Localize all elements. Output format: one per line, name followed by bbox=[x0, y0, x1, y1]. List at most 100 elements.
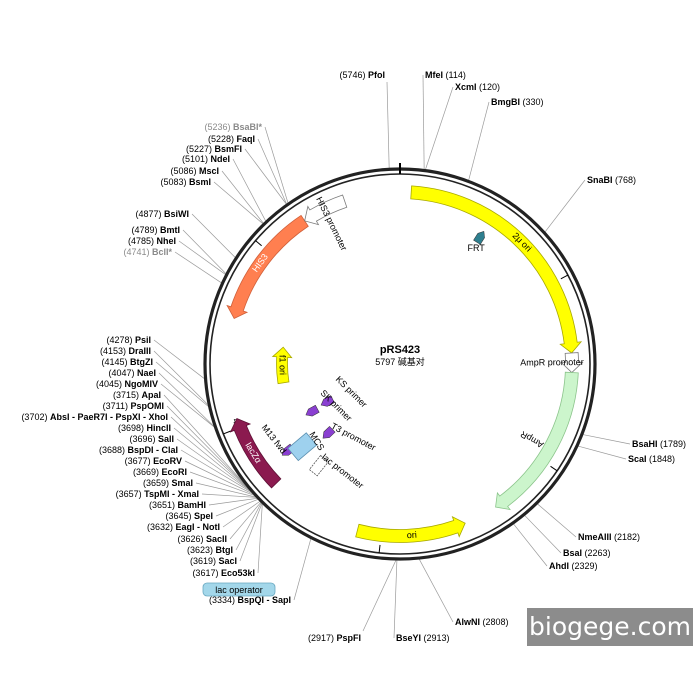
site-leader-line bbox=[244, 148, 287, 205]
site-leader-line bbox=[468, 101, 490, 181]
site-name: PsiI bbox=[135, 335, 151, 345]
site-label: (3632) EagI - NotI bbox=[147, 522, 220, 532]
site-name: NgoMIV bbox=[125, 379, 159, 389]
site-name: FaqI bbox=[236, 134, 255, 144]
site-nmeaiii: NmeAIII (2182) bbox=[578, 532, 640, 542]
site-label: (3696) SalI bbox=[129, 434, 174, 444]
site-leader-line bbox=[544, 179, 586, 233]
feature-label-ampr-promoter: AmpR promoter bbox=[520, 357, 584, 367]
site-label: MfeI (114) bbox=[425, 70, 466, 80]
site-label: (3677) EcoRV bbox=[125, 456, 182, 466]
site-bsiwi: (4877) BsiWI bbox=[135, 209, 189, 219]
site-label: (3659) SmaI bbox=[143, 478, 193, 488]
site-position: (3677) bbox=[125, 456, 151, 466]
site-label: NmeAIII (2182) bbox=[578, 532, 640, 542]
site-position: (3715) bbox=[113, 390, 139, 400]
site-position: (3334) bbox=[209, 595, 235, 605]
site-position: (4789) bbox=[131, 225, 157, 235]
site-position: (3626) bbox=[177, 534, 203, 544]
site-position: (4045) bbox=[96, 379, 122, 389]
site-position: (768) bbox=[615, 175, 636, 185]
site-label: (3619) SacI bbox=[190, 556, 237, 566]
site-label: (3702) AbsI - PaeR7I - PspXI - XhoI bbox=[21, 412, 168, 422]
site-name: TspMI - XmaI bbox=[144, 489, 199, 499]
site-psii: (4278) PsiI bbox=[106, 335, 151, 345]
site-leader-line bbox=[513, 523, 548, 567]
site-name: BsmI bbox=[189, 177, 211, 187]
site-leader-line bbox=[393, 559, 398, 639]
feature-2-ori bbox=[410, 185, 583, 354]
site-apai: (3715) ApaI bbox=[113, 390, 161, 400]
site-leader-line bbox=[170, 416, 251, 491]
site-label: (5236) BsaBI* bbox=[204, 122, 262, 132]
site-msci: (5086) MscI bbox=[170, 166, 219, 176]
site-bspdi-clai: (3688) BspDI - ClaI bbox=[99, 445, 178, 455]
site-name: BamHI bbox=[177, 500, 206, 510]
site-position: (114) bbox=[446, 70, 466, 80]
site-leader-line bbox=[195, 482, 257, 498]
site-leader-line bbox=[215, 498, 259, 517]
site-name: HincII bbox=[146, 423, 171, 433]
site-leader-line bbox=[189, 471, 255, 496]
tick-mark bbox=[255, 240, 262, 247]
site-leader-line bbox=[201, 493, 257, 498]
site-pspfi: (2917) PspFI bbox=[308, 633, 361, 643]
site-name: BsaBI* bbox=[233, 122, 263, 132]
site-absi-paer7i-pspxi-xhoi: (3702) AbsI - PaeR7I - PspXI - XhoI bbox=[21, 412, 168, 422]
site-bsmi: (5083) BsmI bbox=[160, 177, 211, 187]
site-label: (5083) BsmI bbox=[160, 177, 211, 187]
site-position: (3657) bbox=[116, 489, 142, 499]
site-alwni: AlwNI (2808) bbox=[455, 617, 509, 627]
site-position: (4741) bbox=[123, 247, 149, 257]
site-leader-line bbox=[184, 460, 254, 495]
site-position: (3632) bbox=[147, 522, 173, 532]
watermark: biogege.com bbox=[527, 608, 693, 646]
site-bsai: BsaI (2263) bbox=[563, 548, 611, 558]
site-position: (5083) bbox=[160, 177, 186, 187]
site-bspqi-sapi: (3334) BspQI - SapI bbox=[209, 595, 291, 605]
site-leader-line bbox=[153, 339, 205, 380]
site-name: NmeAIII bbox=[578, 532, 612, 542]
site-name: ApaI bbox=[141, 390, 161, 400]
site-name: BseYI bbox=[396, 633, 421, 643]
site-label: (5227) BsmFI bbox=[186, 144, 242, 154]
site-label: (3688) BspDI - ClaI bbox=[99, 445, 178, 455]
site-name: AhdI bbox=[549, 561, 569, 571]
feature-lac-promoter: lac promoter bbox=[308, 452, 366, 491]
site-eco53ki: (3617) Eco53kI bbox=[192, 568, 255, 578]
site-position: (3623) bbox=[187, 545, 213, 555]
site-label: (3626) SacII bbox=[177, 534, 227, 544]
site-name: PfoI bbox=[368, 70, 385, 80]
site-ecorv: (3677) EcoRV bbox=[125, 456, 182, 466]
site-position: (2329) bbox=[572, 561, 598, 571]
feature-t3-promoter: T3 promoter bbox=[322, 421, 377, 453]
site-label: (3617) Eco53kI bbox=[192, 568, 255, 578]
site-name: NaeI bbox=[137, 368, 156, 378]
site-mfei: MfeI (114) bbox=[425, 70, 466, 80]
site-snabi: SnaBI (768) bbox=[587, 175, 636, 185]
site-name: BsaHI bbox=[632, 439, 658, 449]
site-leader-line bbox=[235, 502, 262, 551]
site-position: (1789) bbox=[660, 439, 686, 449]
site-bsmfi: (5227) BsmFI bbox=[186, 144, 242, 154]
site-position: (2182) bbox=[614, 532, 640, 542]
site-name: SalI bbox=[158, 434, 174, 444]
site-leader-line bbox=[174, 251, 222, 284]
mcs-box bbox=[287, 432, 318, 462]
site-position: (3645) bbox=[165, 511, 191, 521]
site-position: (5086) bbox=[170, 166, 196, 176]
site-ecori: (3669) EcoRI bbox=[133, 467, 187, 477]
label-m13-fwd: M13 fwd bbox=[260, 423, 289, 456]
feature-label-ampr: AmpR bbox=[518, 429, 545, 450]
site-name: PspOMI bbox=[130, 401, 164, 411]
site-label: SnaBI (768) bbox=[587, 175, 636, 185]
site-leader-line bbox=[182, 229, 227, 275]
site-position: (3702) bbox=[21, 412, 47, 422]
site-leader-line bbox=[524, 515, 562, 554]
lac-operator-label: lac operator bbox=[215, 585, 263, 595]
site-sacii: (3626) SacII bbox=[177, 534, 227, 544]
site-position: (3698) bbox=[118, 423, 144, 433]
site-label: (4278) PsiI bbox=[106, 335, 151, 345]
